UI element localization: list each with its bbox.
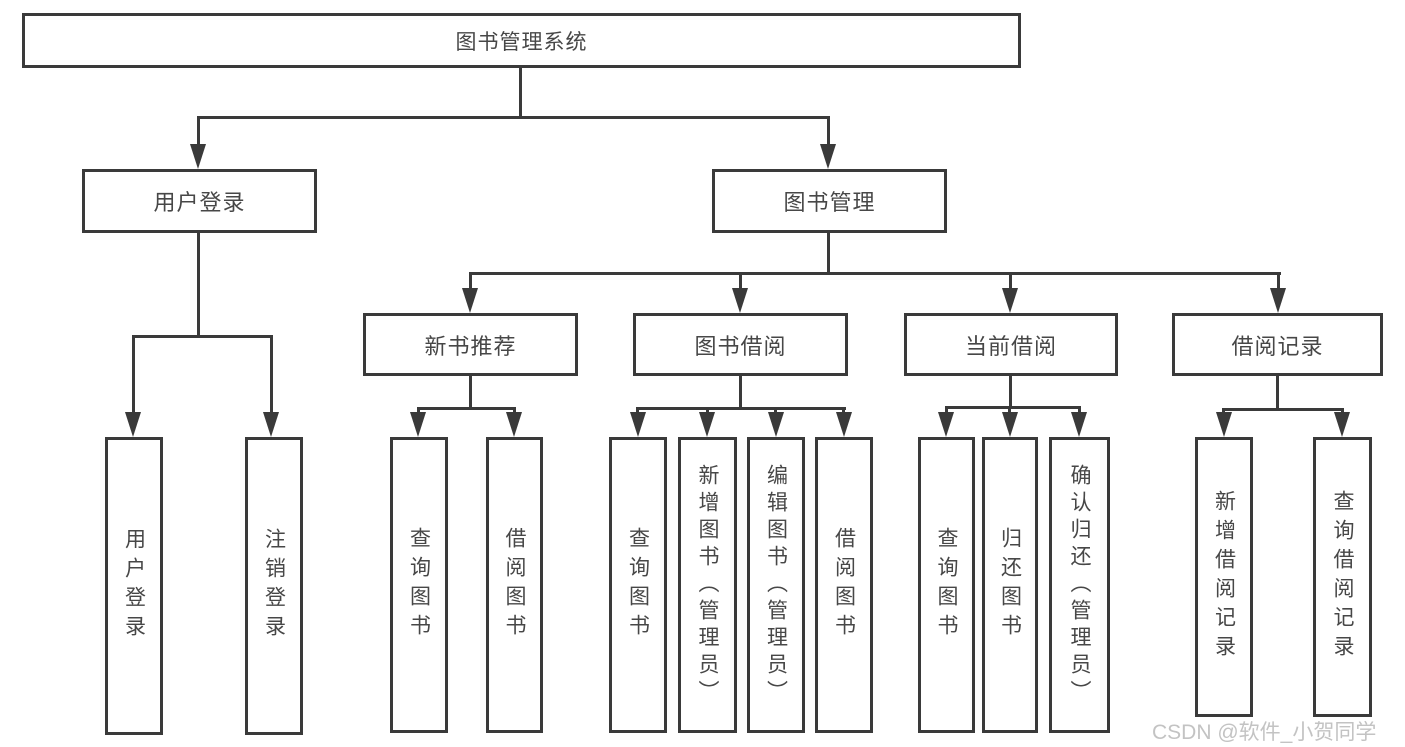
node-book-management: 图书管理	[712, 169, 947, 233]
arrowhead-borrow-add	[699, 412, 715, 437]
arrowhead-records-add	[1216, 412, 1232, 437]
connector-records-stem	[1276, 376, 1279, 411]
arrowhead-recommend-query	[410, 412, 426, 437]
arrowhead-records-query	[1334, 412, 1350, 437]
connector-drop-current	[1009, 272, 1012, 290]
connector-user-login-stem	[197, 232, 200, 335]
node-book-borrowing: 图书借阅	[633, 313, 848, 376]
connector-root-stem	[519, 68, 522, 118]
connector-drop-current-confirm	[1078, 406, 1081, 416]
arrowhead-recommend-borrow	[506, 412, 522, 437]
arrowhead-leaf-login	[125, 412, 141, 437]
connector-drop-current-return	[1008, 406, 1011, 416]
connector-drop-leaf-logout	[270, 335, 273, 414]
leaf-recommend-query-books: 查询图书	[390, 437, 448, 733]
arrowhead-current	[1002, 288, 1018, 313]
connector-drop-user-login	[197, 116, 200, 146]
leaf-current-return-books: 归还图书	[982, 437, 1038, 733]
connector-user-login-rail	[132, 335, 273, 338]
connector-drop-recommend	[469, 272, 472, 290]
arrowhead-recommend	[462, 288, 478, 313]
arrowhead-user-login	[190, 144, 206, 169]
connector-drop-borrow-edit	[774, 407, 777, 416]
arrowhead-current-query	[938, 412, 954, 437]
leaf-borrow-query-books: 查询图书	[609, 437, 667, 733]
leaf-logout: 注销登录	[245, 437, 303, 735]
connector-drop-recommend-borrow	[513, 407, 516, 416]
connector-recommend-rail	[417, 407, 516, 410]
connector-drop-borrow	[739, 272, 742, 290]
arrowhead-current-confirm	[1071, 412, 1087, 437]
connector-drop-recommend-query	[417, 407, 420, 416]
connector-drop-current-query	[945, 406, 948, 416]
arrowhead-borrow-borrow	[836, 412, 852, 437]
connector-level2-rail	[197, 116, 830, 119]
leaf-user-login: 用户登录	[105, 437, 163, 735]
csdn-watermark: CSDN @软件_小贺同学	[1152, 721, 1377, 744]
node-borrowing-records: 借阅记录	[1172, 313, 1383, 376]
arrowhead-borrow-query	[630, 412, 646, 437]
leaf-current-query-books: 查询图书	[918, 437, 975, 733]
arrowhead-leaf-logout	[263, 412, 279, 437]
arrowhead-borrow	[732, 288, 748, 313]
connector-recommend-stem	[469, 376, 472, 410]
leaf-records-add-record: 新增借阅记录	[1195, 437, 1253, 717]
arrowhead-borrow-edit	[768, 412, 784, 437]
leaf-borrow-add-books-admin: 新增图书（管理员）	[678, 437, 737, 733]
connector-borrow-rail	[636, 407, 846, 410]
connector-level3-rail	[469, 272, 1281, 275]
leaf-recommend-borrow-books: 借阅图书	[486, 437, 543, 733]
arrowhead-current-return	[1002, 412, 1018, 437]
connector-current-stem	[1009, 376, 1012, 409]
arrowhead-records	[1270, 288, 1286, 313]
connector-book-management-stem	[827, 233, 830, 274]
node-library-management-system: 图书管理系统	[22, 13, 1021, 68]
node-new-book-recommendation: 新书推荐	[363, 313, 578, 376]
connector-drop-borrow-borrow	[842, 407, 845, 416]
leaf-borrow-edit-books-admin: 编辑图书（管理员）	[747, 437, 805, 733]
connector-borrow-stem	[739, 376, 742, 410]
connector-current-rail	[945, 406, 1081, 409]
node-current-borrowing: 当前借阅	[904, 313, 1118, 376]
connector-drop-borrow-add	[706, 407, 709, 416]
arrowhead-book-management	[820, 144, 836, 169]
connector-drop-leaf-login	[132, 335, 135, 414]
connector-drop-book-management	[827, 116, 830, 146]
connector-records-rail	[1222, 408, 1344, 411]
leaf-records-query-record: 查询借阅记录	[1313, 437, 1372, 717]
connector-drop-records	[1277, 272, 1280, 290]
connector-drop-borrow-query	[636, 407, 639, 416]
leaf-borrow-borrow-books: 借阅图书	[815, 437, 873, 733]
node-user-login: 用户登录	[82, 169, 317, 233]
leaf-current-confirm-return-admin: 确认归还（管理员）	[1049, 437, 1110, 733]
